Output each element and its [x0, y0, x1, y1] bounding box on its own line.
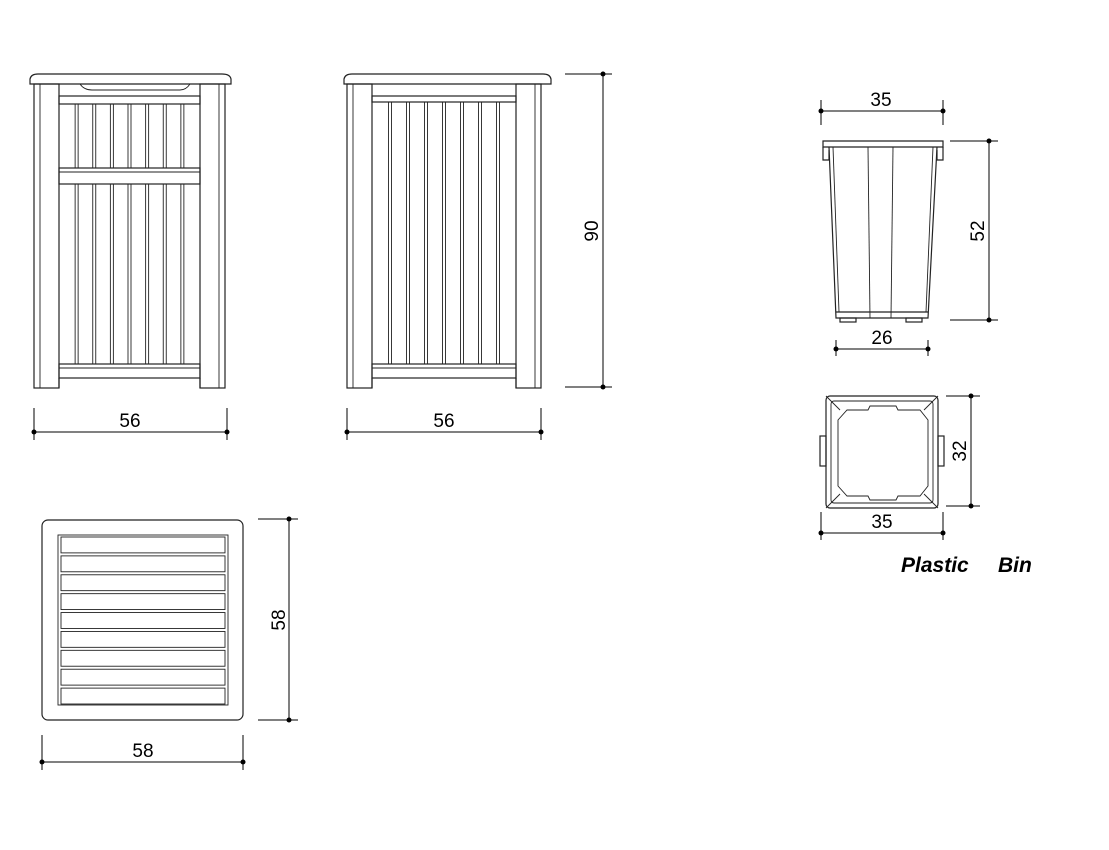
plan-slat — [60, 593, 226, 611]
bin-height-label: 52 — [968, 220, 989, 241]
bin-plan-depth-dimension: 32 — [946, 393, 980, 509]
front-width-dimension: 56 — [31, 408, 230, 440]
bin-plan-width-label: 35 — [871, 512, 892, 533]
bin-height-dimension: 52 — [950, 138, 998, 323]
side-width-label: 56 — [433, 411, 454, 432]
plan-slat — [60, 649, 226, 667]
bin-bottom-width-dimension: 26 — [833, 328, 931, 356]
bin-plan-width-dimension: 35 — [818, 512, 946, 540]
front-width-label: 56 — [119, 411, 140, 432]
top-depth-label: 58 — [269, 609, 290, 630]
bin-top-width-dimension: 35 — [818, 90, 946, 125]
plan-slat — [60, 630, 226, 648]
plan-slat — [60, 555, 226, 573]
plan-slat — [60, 574, 226, 592]
bin-elevation — [822, 140, 944, 323]
bin-plan-depth-label: 32 — [950, 440, 971, 461]
bin-bottom-width-label: 26 — [871, 328, 892, 349]
top-width-label: 58 — [132, 741, 153, 762]
plan-slat — [60, 612, 226, 629]
bin-caption-word2: Bin — [998, 554, 1032, 577]
height-label: 90 — [582, 220, 603, 241]
plan-slat — [60, 687, 226, 705]
side-elevation — [343, 73, 552, 389]
top-depth-dimension: 58 — [258, 516, 298, 723]
top-width-dimension: 58 — [39, 735, 246, 770]
bin-plan-view — [819, 395, 945, 509]
front-elevation — [29, 73, 232, 389]
side-width-dimension: 56 — [344, 408, 544, 440]
top-plan-view — [41, 519, 244, 721]
plan-slat — [60, 536, 226, 554]
bin-caption-word1: Plastic — [901, 554, 969, 577]
height-dimension: 90 — [565, 71, 612, 390]
bin-top-width-label: 35 — [870, 90, 891, 111]
plan-slat — [60, 668, 226, 686]
